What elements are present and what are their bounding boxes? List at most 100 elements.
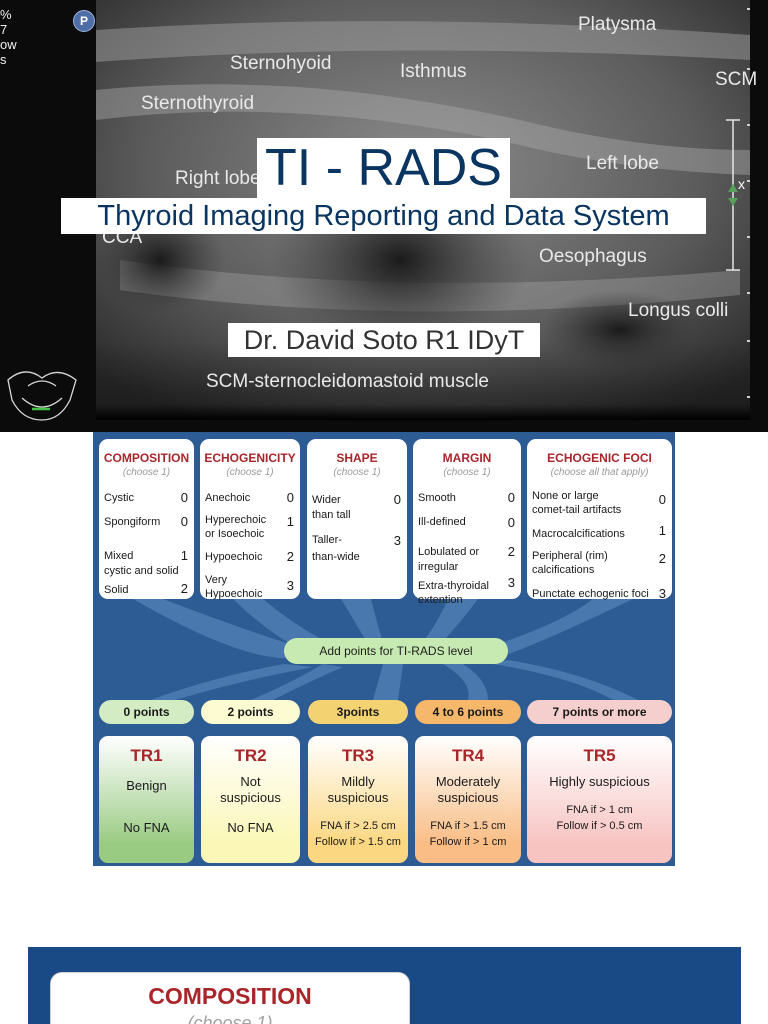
tr-card-tr4: TR4 Moderately suspicious FNA if > 1.5 c… — [415, 736, 521, 863]
item-label: Extra-thyroidal — [418, 580, 489, 592]
item-label: calcifications — [532, 564, 595, 576]
tr-code: TR3 — [341, 746, 375, 765]
label-right-lobe: Right lobe — [175, 168, 261, 189]
edge-text: s — [0, 52, 7, 67]
tr-code: TR4 — [451, 746, 485, 765]
item-points: 0 — [180, 514, 188, 529]
item-note: cystic and solid — [104, 565, 179, 577]
item-label: Ill-defined — [418, 516, 466, 528]
item-points: 0 — [658, 492, 666, 507]
card-note: (choose 1) — [122, 467, 171, 478]
tr-card-tr5: TR5 Highly suspicious FNA if > 1 cm Foll… — [527, 736, 672, 863]
card-note: (choose 1) — [443, 467, 491, 478]
composition-subheading: (choose 1) — [187, 1013, 273, 1024]
item-label: than-wide — [312, 551, 360, 563]
item-points: 0 — [507, 515, 515, 530]
tr-fna: FNA if > 1 cm — [566, 804, 633, 816]
label-platysma: Platysma — [578, 14, 657, 35]
item-label: Macrocalcifications — [532, 528, 625, 540]
tr-desc: suspicious — [437, 790, 499, 805]
item-label: Hyperechoic — [205, 514, 267, 526]
label-oesophagus: Oesophagus — [539, 246, 647, 267]
tr-desc: suspicious — [327, 790, 389, 805]
slide-subtitle: Thyroid Imaging Reporting and Data Syste… — [61, 198, 706, 234]
p-logo-icon: P — [73, 10, 95, 32]
card-composition: COMPOSITION (choose 1) Cystic 0 Spongifo… — [99, 439, 194, 599]
item-points: 0 — [180, 490, 188, 505]
item-label: comet-tail artifacts — [532, 504, 622, 516]
tr-card-tr2: TR2 Not suspicious No FNA — [201, 736, 300, 863]
item-label: Wider — [312, 494, 341, 506]
edge-text: ow — [0, 37, 17, 52]
card-margin: MARGIN (choose 1) Smooth 0 Ill-defined 0… — [413, 439, 521, 606]
tr-desc: suspicious — [220, 790, 281, 805]
item-label: Solid — [104, 584, 129, 596]
item-label: irregular — [418, 561, 459, 573]
composition-slide: COMPOSITION (choose 1) — [28, 947, 741, 1024]
tr-fna: Follow if > 0.5 cm — [556, 820, 643, 832]
edge-text: % — [0, 7, 12, 22]
composition-heading: COMPOSITION — [148, 983, 312, 1009]
tr-desc: Highly suspicious — [549, 774, 650, 789]
label-sternothyroid: Sternothyroid — [141, 93, 255, 114]
item-label: than tall — [312, 509, 351, 521]
tr-desc: Benign — [126, 778, 167, 793]
card-title: COMPOSITION — [103, 451, 190, 465]
label-longus-colli: Longus colli — [628, 300, 729, 321]
tr-desc: Mildly — [341, 774, 375, 789]
item-points: 1 — [286, 514, 294, 529]
tr-fna: FNA if > 2.5 cm — [320, 820, 396, 832]
label-scm: SCM — [715, 69, 758, 90]
item-points: 0 — [507, 490, 515, 505]
item-label: Very — [205, 574, 228, 586]
card-note: (choose 1) — [226, 467, 274, 478]
item-points: 3 — [286, 578, 294, 593]
tr-fna: Follow if > 1.5 cm — [315, 836, 401, 848]
tr-desc: Not — [240, 774, 261, 789]
label-isthmus: Isthmus — [400, 61, 467, 82]
item-points: 2 — [658, 551, 666, 566]
caption-scm: SCM-sternocleidomastoid muscle — [206, 371, 489, 392]
item-points: 0 — [286, 490, 294, 505]
item-label: Smooth — [418, 492, 456, 504]
add-points-pill: Add points for TI-RADS level — [284, 638, 508, 664]
item-label: Punctate echogenic foci — [532, 588, 649, 600]
item-points: 3 — [507, 575, 515, 590]
tr-card-tr1: TR1 Benign No FNA — [99, 736, 194, 863]
tr-fna: Follow if > 1 cm — [429, 836, 507, 848]
card-title: MARGIN — [442, 451, 492, 465]
item-points: 2 — [507, 544, 515, 559]
card-echogenic-foci: ECHOGENIC FOCI (choose all that apply) N… — [527, 439, 672, 601]
item-label: Anechoic — [205, 492, 251, 504]
ultrasound-slide: % 7 ow s P Platysma Sternohyoid Isthmus … — [0, 0, 768, 432]
tr-code: TR5 — [583, 746, 616, 765]
card-shape: SHAPE (choose 1) Wider than tall 0 Talle… — [307, 439, 407, 599]
item-label: Cystic — [104, 492, 134, 504]
tr-card-tr3: TR3 Mildly suspicious FNA if > 2.5 cm Fo… — [308, 736, 408, 863]
depth-marker: x — [738, 176, 745, 192]
slide-title: TI - RADS — [257, 138, 510, 198]
item-points: 2 — [286, 549, 294, 564]
card-title: SHAPE — [336, 451, 378, 465]
body-marker-icon — [7, 371, 77, 421]
points-pill: 3points — [308, 700, 408, 724]
tr-fna: No FNA — [123, 820, 170, 835]
card-title: ECHOGENICITY — [204, 451, 296, 465]
tirads-chart: COMPOSITION (choose 1) Cystic 0 Spongifo… — [93, 432, 675, 866]
item-points: 1 — [658, 523, 666, 538]
item-points: 3 — [658, 586, 666, 601]
item-label: Hypoechoic — [205, 588, 263, 600]
item-points: 0 — [393, 492, 401, 507]
points-pill: 2 points — [201, 700, 300, 724]
item-label: None or large — [532, 490, 599, 502]
tr-code: TR2 — [234, 746, 267, 765]
card-note: (choose all that apply) — [550, 467, 649, 478]
composition-card: COMPOSITION (choose 1) — [50, 972, 410, 1024]
item-label: Spongiform — [104, 516, 161, 528]
label-left-lobe: Left lobe — [586, 153, 659, 174]
tr-fna: FNA if > 1.5 cm — [430, 820, 506, 832]
points-pill: 0 points — [99, 700, 194, 724]
tr-desc: Moderately — [435, 774, 501, 789]
card-echogenicity: ECHOGENICITY (choose 1) Anechoic 0 Hyper… — [200, 439, 300, 600]
item-label: Taller- — [312, 534, 342, 546]
